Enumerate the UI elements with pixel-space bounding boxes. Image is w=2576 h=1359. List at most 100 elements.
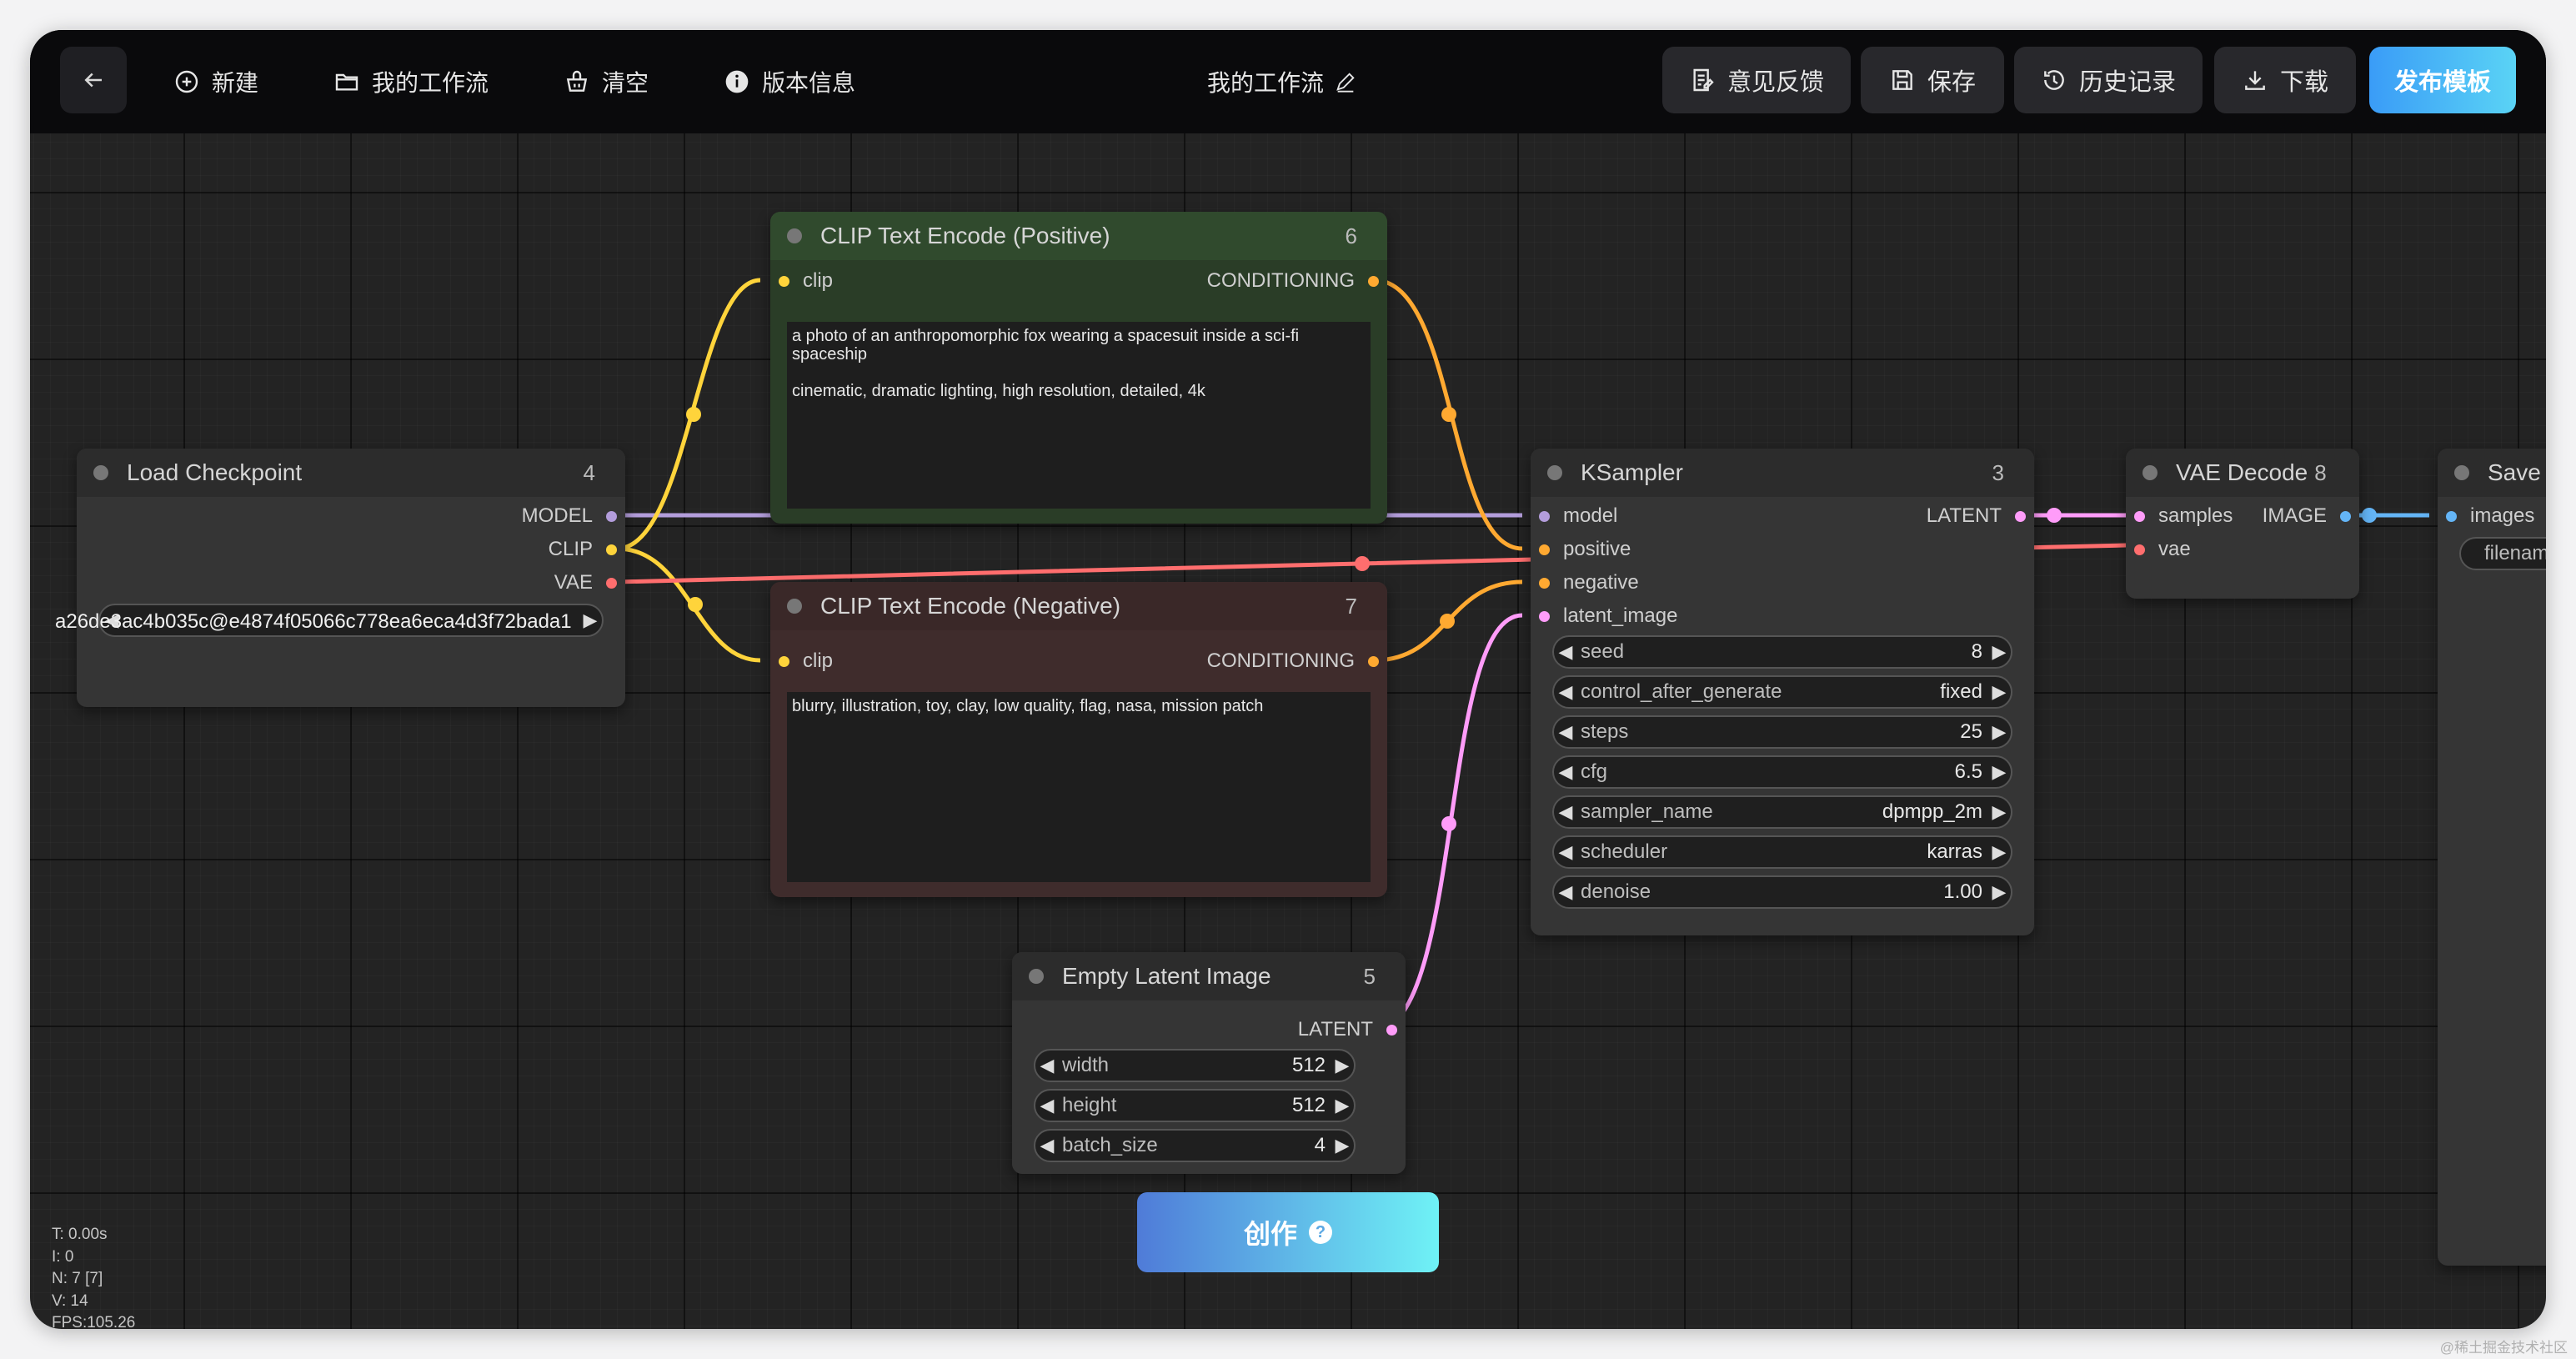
version-info-button[interactable]: 版本信息: [724, 57, 855, 107]
collapse-dot[interactable]: [2142, 465, 2158, 480]
collapse-dot[interactable]: [1029, 969, 1044, 984]
prompt-textarea[interactable]: blurry, illustration, toy, clay, low qua…: [787, 692, 1371, 882]
decrement-arrow-icon[interactable]: ◀: [1040, 1095, 1055, 1116]
node-header[interactable]: VAE Decode 8: [2126, 449, 2359, 497]
output-clip-dot[interactable]: [606, 544, 617, 555]
increment-arrow-icon[interactable]: ▶: [1992, 681, 2007, 702]
widget-seed[interactable]: ◀ seed 8 ▶: [1552, 635, 2012, 669]
input-vae-dot[interactable]: [2134, 544, 2145, 555]
output-latent[interactable]: LATENT: [1927, 504, 2026, 529]
node-ksampler[interactable]: KSampler 3 model positive negative laten…: [1531, 449, 2034, 935]
prompt-textarea[interactable]: a photo of an anthropomorphic fox wearin…: [787, 322, 1371, 509]
widget-batch-size[interactable]: ◀ batch_size 4 ▶: [1034, 1129, 1356, 1162]
widget-width[interactable]: ◀ width 512 ▶: [1034, 1049, 1356, 1082]
output-vae-dot[interactable]: [606, 577, 617, 589]
node-vae-decode[interactable]: VAE Decode 8 samples vae IMAGE: [2126, 449, 2359, 599]
edit-icon[interactable]: [1334, 70, 1357, 93]
node-clip-text-encode-positive[interactable]: CLIP Text Encode (Positive) 6 clip CONDI…: [770, 212, 1387, 524]
workflow-title[interactable]: 我的工作流: [1207, 57, 1357, 107]
decrement-arrow-icon[interactable]: ◀: [1558, 881, 1573, 902]
download-button[interactable]: 下载: [2214, 47, 2356, 113]
collapse-dot[interactable]: [787, 599, 802, 614]
output-image[interactable]: IMAGE: [2263, 504, 2351, 529]
output-latent[interactable]: LATENT: [1298, 1017, 1397, 1042]
increment-arrow-icon[interactable]: ▶: [1992, 881, 2007, 902]
save-button[interactable]: 保存: [1861, 47, 2004, 113]
node-save-image[interactable]: Save Im images filename_: [2438, 449, 2546, 1266]
input-model[interactable]: model: [1539, 504, 1617, 529]
node-header[interactable]: CLIP Text Encode (Positive) 6: [770, 212, 1387, 260]
output-conditioning[interactable]: CONDITIONING: [1207, 268, 1379, 293]
collapse-dot[interactable]: [1547, 465, 1562, 480]
node-clip-text-encode-negative[interactable]: CLIP Text Encode (Negative) 7 clip CONDI…: [770, 582, 1387, 897]
output-latent-dot[interactable]: [2015, 510, 2026, 522]
widget-cfg[interactable]: ◀ cfg 6.5 ▶: [1552, 755, 2012, 789]
input-clip[interactable]: clip: [779, 649, 833, 674]
input-positive-dot[interactable]: [1539, 544, 1550, 555]
create-button[interactable]: 创作 ?: [1137, 1192, 1439, 1272]
node-header[interactable]: CLIP Text Encode (Negative) 7: [770, 582, 1387, 630]
output-vae[interactable]: VAE: [554, 570, 617, 595]
increment-arrow-icon[interactable]: ▶: [1992, 801, 2007, 822]
help-icon[interactable]: ?: [1309, 1221, 1332, 1244]
node-header[interactable]: Load Checkpoint 4: [77, 449, 625, 497]
widget-steps[interactable]: ◀ steps 25 ▶: [1552, 715, 2012, 749]
widget-sampler-name[interactable]: ◀ sampler_name dpmpp_2m ▶: [1552, 795, 2012, 829]
decrement-arrow-icon[interactable]: ◀: [1558, 801, 1573, 822]
input-latent-image[interactable]: latent_image: [1539, 604, 1677, 629]
input-model-dot[interactable]: [1539, 510, 1550, 522]
node-empty-latent-image[interactable]: Empty Latent Image 5 LATENT ◀ width 512 …: [1012, 952, 1406, 1174]
ckpt-name-combo[interactable]: ◀ ▶: [98, 604, 604, 637]
increment-arrow-icon[interactable]: ▶: [1335, 1135, 1350, 1156]
decrement-arrow-icon[interactable]: ◀: [1558, 681, 1573, 702]
input-negative-dot[interactable]: [1539, 577, 1550, 589]
output-conditioning-dot[interactable]: [1368, 275, 1379, 287]
output-latent-dot[interactable]: [1386, 1024, 1397, 1036]
widget-control-after-generate[interactable]: ◀ control_after_generate fixed ▶: [1552, 675, 2012, 709]
input-clip[interactable]: clip: [779, 268, 833, 293]
widget-height[interactable]: ◀ height 512 ▶: [1034, 1089, 1356, 1122]
node-header[interactable]: KSampler 3: [1531, 449, 2034, 497]
input-images[interactable]: images: [2446, 504, 2534, 529]
new-button[interactable]: 新建: [173, 57, 258, 107]
increment-arrow-icon[interactable]: ▶: [1992, 841, 2007, 862]
output-model[interactable]: MODEL: [522, 504, 617, 529]
input-images-dot[interactable]: [2446, 510, 2457, 522]
widget-denoise[interactable]: ◀ denoise 1.00 ▶: [1552, 875, 2012, 909]
decrement-arrow-icon[interactable]: ◀: [1558, 761, 1573, 782]
output-model-dot[interactable]: [606, 510, 617, 522]
decrement-arrow-icon[interactable]: ◀: [1558, 721, 1573, 742]
increment-arrow-icon[interactable]: ▶: [1335, 1095, 1350, 1116]
input-vae[interactable]: vae: [2134, 537, 2191, 562]
output-conditioning-dot[interactable]: [1368, 655, 1379, 667]
input-clip-dot[interactable]: [779, 655, 789, 667]
widget-scheduler[interactable]: ◀ scheduler karras ▶: [1552, 835, 2012, 869]
my-workflows-button[interactable]: 我的工作流: [333, 57, 489, 107]
output-conditioning[interactable]: CONDITIONING: [1207, 649, 1379, 674]
publish-template-button[interactable]: 发布模板: [2369, 47, 2516, 113]
increment-arrow-icon[interactable]: ▶: [1335, 1055, 1350, 1076]
feedback-button[interactable]: 意见反馈: [1662, 47, 1851, 113]
node-header[interactable]: Save Im: [2438, 449, 2546, 497]
node-load-checkpoint[interactable]: Load Checkpoint 4 MODEL CLIP VAE ◀ ▶ a26…: [55, 449, 625, 707]
input-samples[interactable]: samples: [2134, 504, 2233, 529]
widget-filename-prefix[interactable]: filename_: [2459, 537, 2546, 570]
prev-arrow-icon[interactable]: ◀: [104, 609, 119, 630]
output-clip[interactable]: CLIP: [549, 537, 617, 562]
decrement-arrow-icon[interactable]: ◀: [1040, 1135, 1055, 1156]
decrement-arrow-icon[interactable]: ◀: [1558, 841, 1573, 862]
decrement-arrow-icon[interactable]: ◀: [1558, 641, 1573, 662]
collapse-dot[interactable]: [93, 465, 108, 480]
collapse-dot[interactable]: [787, 228, 802, 243]
input-samples-dot[interactable]: [2134, 510, 2145, 522]
input-negative[interactable]: negative: [1539, 570, 1639, 595]
history-button[interactable]: 历史记录: [2014, 47, 2203, 113]
clear-button[interactable]: 清空: [564, 57, 649, 107]
input-positive[interactable]: positive: [1539, 537, 1631, 562]
next-arrow-icon[interactable]: ▶: [583, 609, 598, 630]
collapse-dot[interactable]: [2454, 465, 2469, 480]
input-clip-dot[interactable]: [779, 275, 789, 287]
increment-arrow-icon[interactable]: ▶: [1992, 641, 2007, 662]
node-header[interactable]: Empty Latent Image 5: [1012, 952, 1406, 1000]
output-image-dot[interactable]: [2340, 510, 2351, 522]
